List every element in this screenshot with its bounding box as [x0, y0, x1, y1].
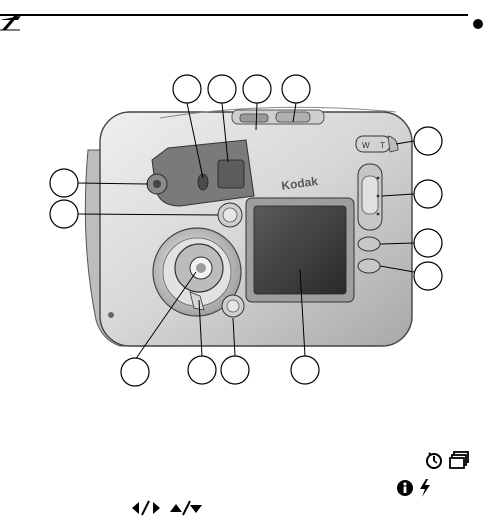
- callout-right-3: [414, 229, 442, 257]
- diopter-wheel-center: [153, 180, 161, 188]
- flash-icon: [418, 478, 432, 498]
- callout-bottom-2: [188, 356, 216, 384]
- viewfinder-window: [218, 160, 244, 188]
- lcd-screen: [254, 206, 346, 294]
- slider-dot-1: [377, 177, 380, 180]
- info-flash-icons: [396, 478, 432, 498]
- callout-top-2: [208, 75, 236, 103]
- zoom-wide-label: W: [362, 141, 370, 150]
- callout-right-1: [414, 127, 442, 155]
- camera-illustration: Kodak W T: [0, 0, 486, 400]
- callout-top-3: [243, 75, 271, 103]
- navigation-arrows-icons: [130, 500, 206, 516]
- burst-icon: [448, 450, 470, 470]
- side-slider-knob: [362, 176, 378, 214]
- callout-bottom-1: [121, 358, 149, 386]
- right-button-lower: [358, 259, 380, 273]
- callout-top-4: [282, 75, 310, 103]
- callout-left-1: [50, 169, 78, 197]
- slider-dot-3: [377, 213, 380, 216]
- callout-right-2: [414, 180, 442, 208]
- slider-dot-2: [377, 195, 380, 198]
- joystick-center: [196, 263, 206, 273]
- left-right-arrows-icon: [130, 500, 162, 516]
- callout-top-1: [173, 75, 201, 103]
- strap-lug: [108, 312, 114, 318]
- self-timer-icon: [424, 450, 444, 470]
- zoom-tele-label: T: [380, 141, 385, 150]
- callout-right-4: [414, 262, 442, 290]
- timer-burst-icons: [424, 450, 470, 470]
- info-icon: [396, 479, 414, 497]
- right-button-upper: [358, 237, 380, 251]
- top-button-a: [240, 114, 268, 122]
- bottom-button-inner: [227, 300, 239, 312]
- up-down-arrows-icon: [166, 500, 206, 516]
- top-left-button-inner: [223, 208, 237, 222]
- callout-bottom-3: [221, 356, 249, 384]
- callout-bottom-4: [291, 356, 319, 384]
- callout-left-2: [50, 200, 78, 228]
